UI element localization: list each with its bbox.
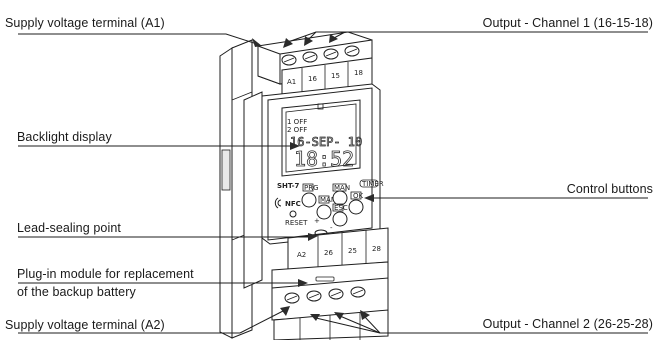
control-buttons: PRG MAN MAN OK ESC + - TIMER [301,179,384,232]
nfc-label: NFC [285,200,301,208]
man2-button[interactable] [332,190,348,206]
bottom-terminal-28: 28 [372,245,381,253]
lcd-line1: 1 OFF [287,118,307,126]
bottom-terminal-26: 26 [324,249,333,257]
prg-button[interactable] [301,192,317,208]
man-button[interactable] [316,204,332,220]
label-supply-a1: Supply voltage terminal (A1) [5,16,165,30]
lcd-time: 18:52 [294,147,354,171]
bottom-terminal-25: 25 [348,247,357,255]
btn-esc-label: ESC [334,204,348,212]
btn-minus-label: - [330,224,333,232]
label-lead-sealing: Lead-sealing point [17,221,121,235]
label-control-buttons: Control buttons [566,182,653,196]
label-output-ch2: Output - Channel 2 (26-25-28) [482,317,653,331]
top-screw-2 [302,51,318,63]
label-supply-a2: Supply voltage terminal (A2) [5,318,165,332]
lcd-date: 16-SEP- 10 [290,135,362,149]
nfc-icon [274,197,282,209]
leader-lines [18,31,648,334]
din-rail-housing [219,39,263,339]
bottom-screws [271,277,389,341]
top-terminal-a1: A1 [287,78,296,86]
top-screw-4 [344,45,360,57]
label-output-ch1: Output - Channel 1 (16-15-18) [482,16,653,30]
btn-prg-label: PRG [304,184,319,192]
label-plugin-module-line2: of the backup battery [17,285,136,299]
label-plugin-module-line1: Plug-in module for replacement [17,267,194,281]
ok-button[interactable] [348,199,364,215]
top-terminal-15: 15 [331,72,340,80]
bottom-terminal-a2: A2 [297,251,306,259]
indicator-label: TIMER [361,180,384,188]
btn-plus-label: + [314,217,320,225]
reset-label: RESET [285,219,308,227]
lcd-line2: 2 OFF [287,126,307,134]
model-name: SHT-7 [277,182,300,190]
btn-man2-label: MAN [334,184,350,192]
reset-button[interactable] [289,210,297,218]
top-screw-3 [323,48,339,60]
backlight-display: 1 OFF 2 OFF 16-SEP- 10 18:52 [281,99,363,177]
top-screw-1 [281,54,297,66]
btn-man-label: MAN [320,196,336,204]
top-terminal-18: 18 [354,69,363,77]
btn-ok-label: OK [353,192,364,200]
top-terminal-16: 16 [308,75,317,83]
esc-button[interactable] [332,211,348,227]
label-backlight-display: Backlight display [17,130,112,144]
